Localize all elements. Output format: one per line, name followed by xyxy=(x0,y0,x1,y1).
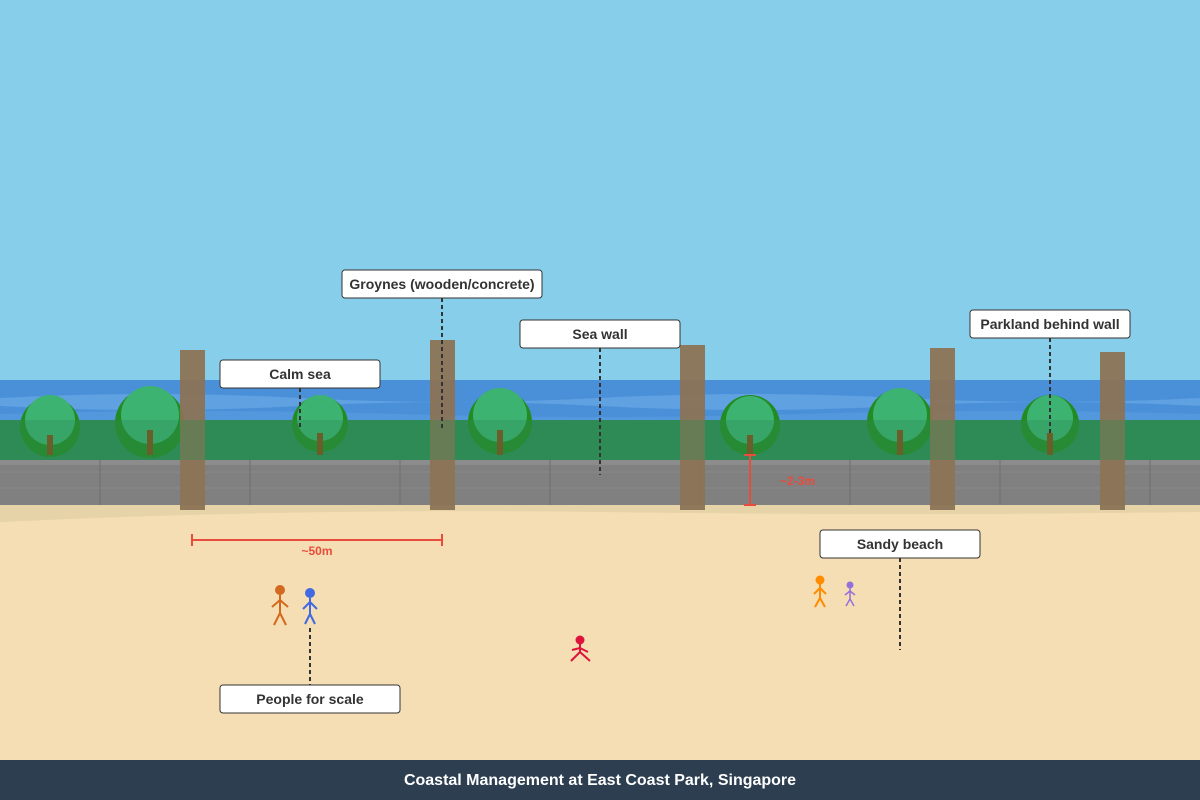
callout-calm-sea: Calm sea xyxy=(219,359,381,430)
groyne-spacing-measure: ~50m xyxy=(191,534,443,558)
sandy-beach xyxy=(0,505,1200,760)
groyne xyxy=(1100,352,1125,510)
person-figure xyxy=(302,588,318,625)
person-figure xyxy=(570,635,591,662)
groynes xyxy=(180,340,1125,510)
label-sea-wall: Sea wall xyxy=(572,326,627,342)
callout-sandy-beach: Sandy beach xyxy=(819,529,981,650)
tree xyxy=(115,386,185,458)
person-figure xyxy=(271,585,289,626)
label-calm-sea: Calm sea xyxy=(269,366,331,382)
person-figure xyxy=(844,581,856,607)
label-groynes: Groynes (wooden/concrete) xyxy=(349,276,534,292)
trees xyxy=(20,386,1079,458)
diagram-title: Coastal Management at East Coast Park, S… xyxy=(404,772,796,789)
callout-groynes: Groynes (wooden/concrete) xyxy=(341,269,543,430)
wall-height-label: ~2-3m xyxy=(780,474,815,488)
person-figure xyxy=(813,575,827,608)
callout-people: People for scale xyxy=(219,628,401,714)
groyne-spacing-label: ~50m xyxy=(301,544,332,558)
label-parkland: Parkland behind wall xyxy=(980,316,1119,332)
callout-parkland: Parkland behind wall xyxy=(969,309,1131,435)
tree xyxy=(468,388,532,455)
footer-bar: Coastal Management at East Coast Park, S… xyxy=(0,760,1200,800)
tree xyxy=(292,395,348,455)
groyne xyxy=(680,345,705,510)
label-people: People for scale xyxy=(256,691,364,707)
groyne xyxy=(180,350,205,510)
tree xyxy=(867,388,933,455)
people xyxy=(271,575,856,662)
label-sandy-beach: Sandy beach xyxy=(857,536,943,552)
tree xyxy=(720,395,780,455)
groyne xyxy=(930,348,955,510)
tree xyxy=(20,395,80,457)
wall-height-measure: ~2-3m xyxy=(744,454,815,506)
callout-sea-wall: Sea wall xyxy=(519,319,681,475)
